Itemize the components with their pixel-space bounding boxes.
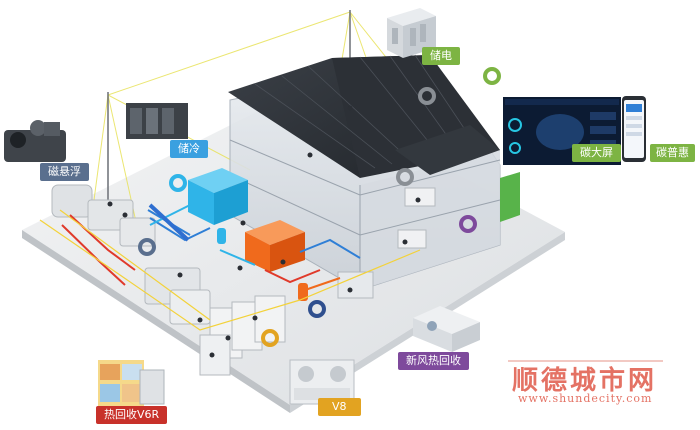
blue-pipe [148,203,190,242]
cold-storage-equipment-image [126,103,188,139]
phone-app-image [622,96,646,162]
ring-marker-gold [261,329,279,347]
location-pins [107,105,421,358]
maglev-label: 磁悬浮 [40,163,89,181]
ring-marker-cyan [169,174,187,192]
small-blue-tank [217,228,226,244]
floor-cables [39,209,421,331]
ring-marker-purple [459,215,477,233]
small-orange-tank [298,283,308,301]
maglev-chiller-image [4,120,66,162]
v8-label: V8 [318,398,361,416]
cold-storage-label: 储冷 [170,140,208,158]
ring-marker-slate [138,238,156,256]
fresh-air-label: 新风热回收 [398,352,469,370]
cold-storage-tank [188,168,248,225]
ring-marker-gray-top [418,87,436,105]
v8-outdoor-unit-image [289,359,355,405]
ring-marker-green [483,67,501,85]
heat-storage-tank [245,220,305,272]
fresh-air-unit-image [413,306,480,352]
carbon-app-label: 碳普惠 [650,144,695,162]
heat-recovery-v6r-image [98,360,165,406]
watermark-logo [508,360,663,362]
ring-marker-navy [308,300,326,318]
watermark-title: 顺德城市网 [512,366,658,396]
heat-recovery-label: 热回收V6R [96,406,168,424]
ring-marker-gray-right [396,168,414,186]
watermark-url: www.shundecity.com [518,392,653,405]
carbon-screen-label: 碳大屏 [572,144,621,162]
storage-power-label: 储电 [422,47,460,65]
